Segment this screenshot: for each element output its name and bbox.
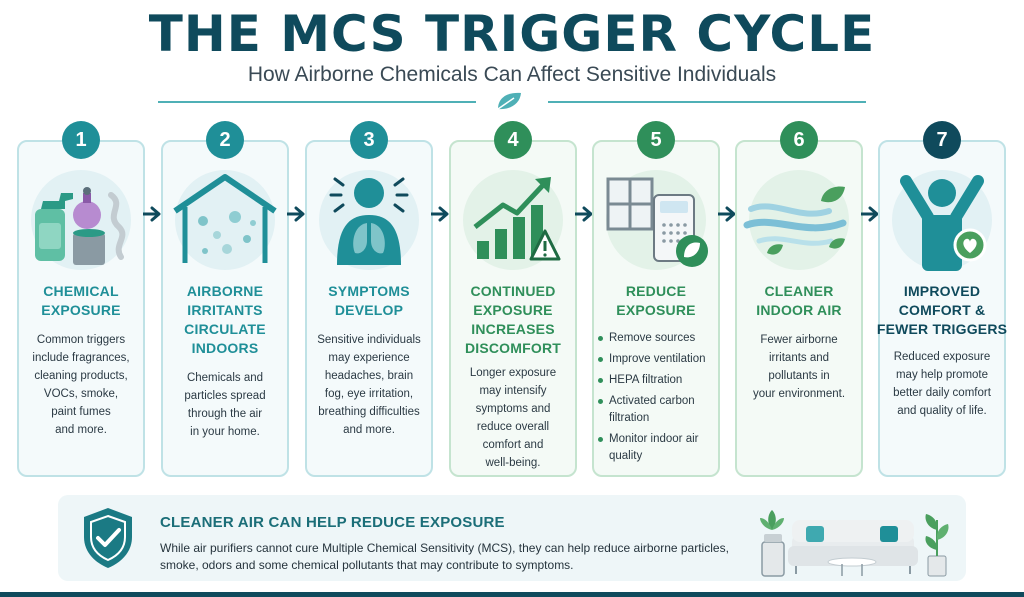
arrow-right-icon — [861, 206, 879, 222]
happy-person-heart-icon — [900, 175, 987, 271]
reduce-exposure-list: Remove sources Improve ventilation HEPA … — [598, 330, 718, 469]
list-item: Remove sources — [598, 330, 718, 347]
house-particles-icon — [173, 174, 277, 263]
living-room-purifier-icon — [760, 510, 949, 577]
fresh-air-leaves-icon — [743, 186, 847, 255]
leaf-icon — [497, 92, 521, 110]
arrow-right-icon — [431, 206, 449, 222]
page-title: THE MCS TRIGGER CYCLE — [148, 5, 876, 63]
banner-title: CLEANER AIR CAN HELP REDUCE EXPOSURE — [160, 514, 505, 531]
arrow-right-icon — [575, 206, 593, 222]
step-number-badge-1: 1 — [62, 121, 100, 159]
page-subtitle: How Airborne Chemicals Can Affect Sensit… — [247, 63, 777, 86]
shield-check-icon — [84, 508, 132, 568]
person-lungs-icon — [329, 177, 409, 265]
list-item: HEPA filtration — [598, 372, 718, 389]
step-number-badge-5: 5 — [637, 121, 675, 159]
window-air-purifier-icon — [606, 177, 708, 267]
cleaning-products-icon — [35, 187, 126, 265]
step-number-badge-3: 3 — [350, 121, 388, 159]
step-number-badge-4: 4 — [494, 121, 532, 159]
arrow-right-icon — [718, 206, 736, 222]
bottom-border — [0, 592, 1024, 597]
rising-chart-warning-icon — [473, 177, 561, 261]
list-item: Improve ventilation — [598, 351, 718, 368]
list-item: Monitor indoor air quality — [598, 431, 718, 465]
step-number-badge-2: 2 — [206, 121, 244, 159]
step-number-badge-7: 7 — [923, 121, 961, 159]
header-divider-right — [548, 101, 866, 103]
banner-text: While air purifiers cannot cure Multiple… — [160, 541, 729, 572]
header-divider-left — [158, 101, 476, 103]
step-number-badge-6: 6 — [780, 121, 818, 159]
arrow-right-icon — [143, 206, 161, 222]
list-item: Activated carbon filtration — [598, 393, 718, 427]
arrow-right-icon — [287, 206, 305, 222]
